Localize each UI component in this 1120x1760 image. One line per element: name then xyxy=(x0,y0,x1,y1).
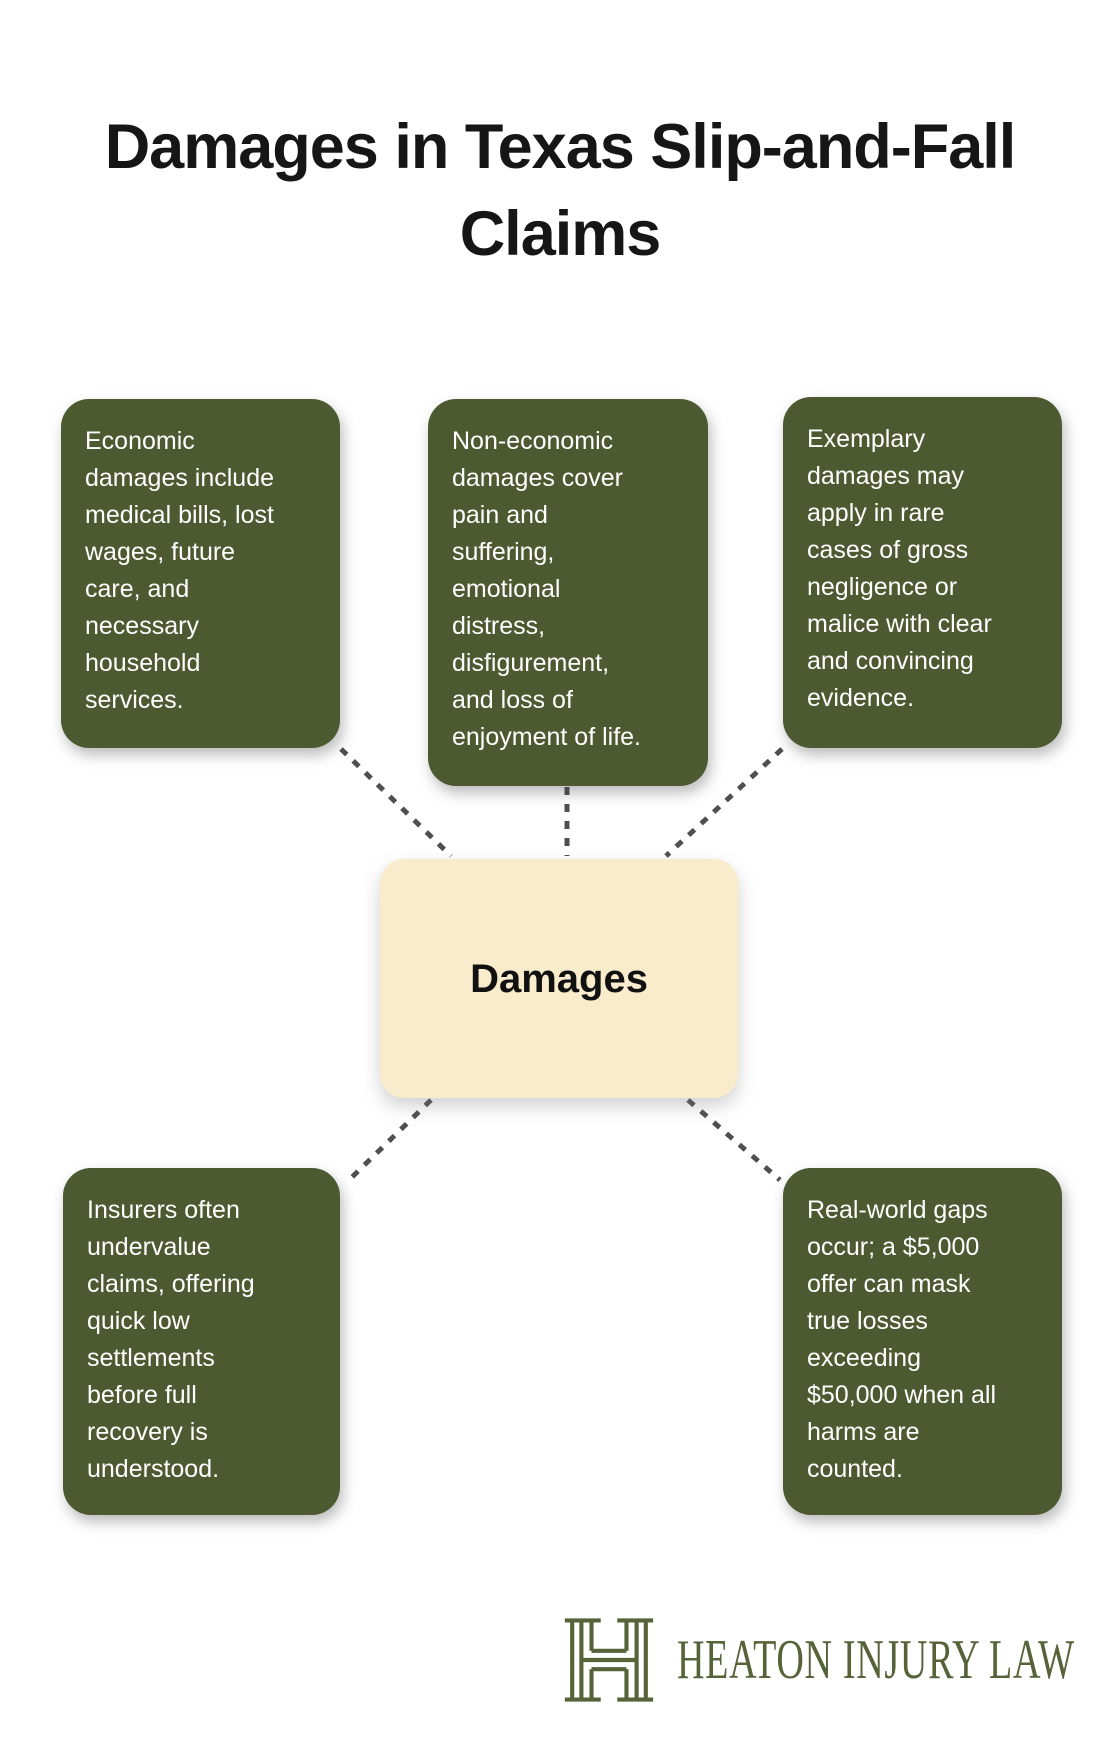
node-insurer-undervaluation: Insurers often undervalue claims, offeri… xyxy=(63,1168,340,1515)
page-title: Damages in Texas Slip-and-Fall Claims xyxy=(104,112,1017,269)
center-node-damages: Damages xyxy=(380,859,738,1098)
node-exemplary-damages: Exemplary damages may apply in rare case… xyxy=(783,397,1062,748)
connector-realworld xyxy=(686,1098,782,1182)
node-real-world-gaps: Real-world gaps occur; a $5,000 offer ca… xyxy=(783,1168,1062,1515)
node-economic-damages: Economic damages include medical bills, … xyxy=(61,399,340,748)
brand-name: HEATON INJURY LAW xyxy=(677,1629,1075,1691)
node-non-economic-damages: Non-economic damages cover pain and suff… xyxy=(428,399,708,786)
footer-brand-block: HEATON INJURY LAW xyxy=(563,1616,1120,1704)
connector-insurers xyxy=(344,1098,433,1185)
center-node-label: Damages xyxy=(470,956,648,1001)
h-monogram-icon xyxy=(564,1618,654,1702)
